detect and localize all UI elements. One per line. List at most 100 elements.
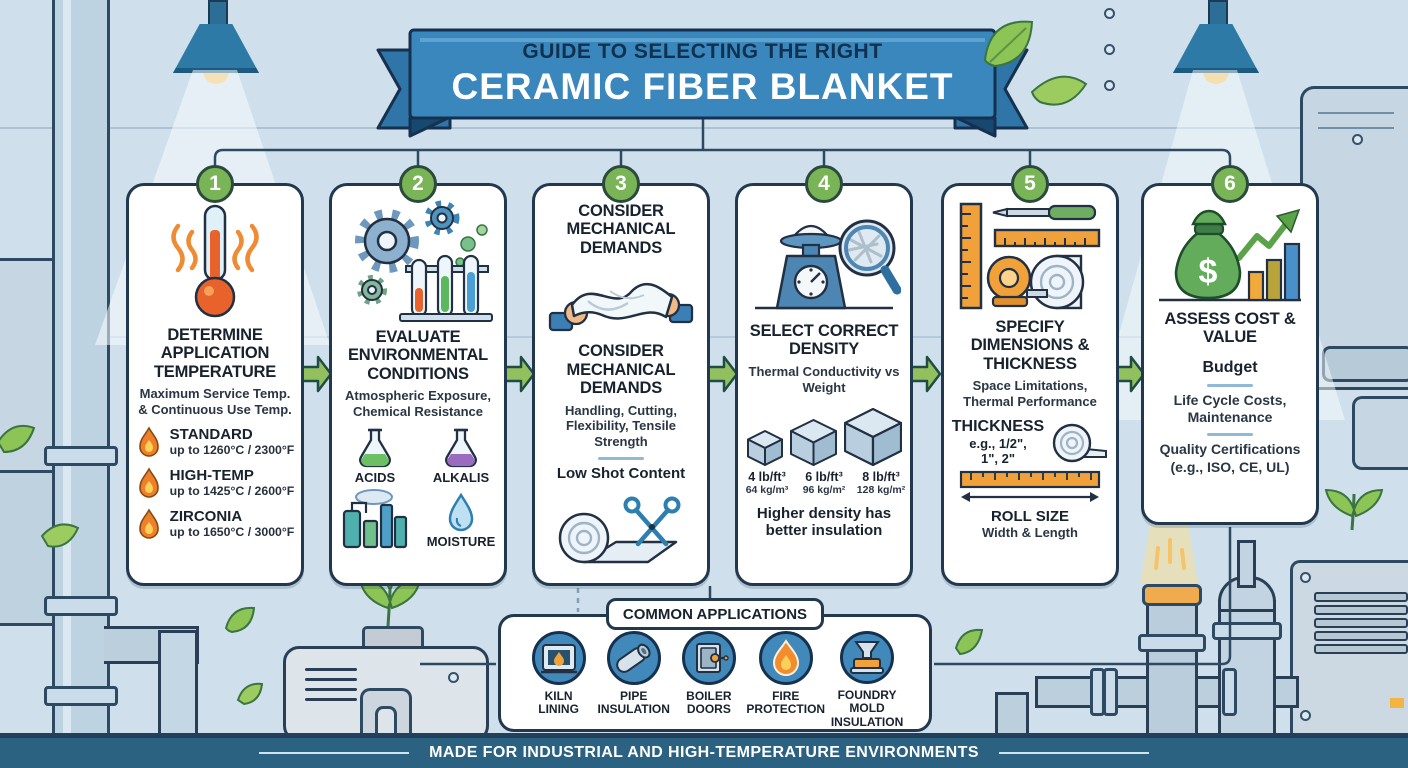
- temp-grade-detail: up to 1260°C / 2300°F: [169, 442, 295, 457]
- app-label: PIPE INSULATION: [597, 689, 670, 717]
- step-card-5: 5 SPECIFY DIMENSIONS & THICKNESS Space L…: [941, 165, 1119, 586]
- alkali-flask-icon: [445, 428, 477, 468]
- banner-subtitle: GUIDE TO SELECTING THE RIGHT: [522, 40, 883, 63]
- bg-pipe-column: [52, 0, 110, 768]
- step-number-badge: 2: [399, 165, 437, 203]
- roll-scissors-icon: [558, 496, 681, 564]
- ac-panel-line: [1318, 112, 1394, 114]
- pipe-flange: [1103, 668, 1118, 716]
- cost-value-icon: $: [1159, 208, 1301, 302]
- ac-panel-line: [1318, 127, 1394, 129]
- bg-tank-pipe: [1237, 540, 1256, 588]
- temp-grade-label: HIGH-TEMP: [169, 467, 254, 485]
- pipe-flange: [44, 446, 118, 466]
- step-arrow-icon: [909, 355, 942, 393]
- fire-icon: [772, 639, 799, 676]
- step-card-6: 6 $ ASSESS COST & VALUE Budget Life Cycl…: [1141, 165, 1319, 525]
- app-circle: [840, 631, 895, 684]
- env-label: ALKALIS: [432, 470, 490, 486]
- app-circle: [681, 631, 736, 685]
- temp-grade-detail: up to 1650°C / 3000°F: [169, 524, 295, 539]
- application-item: FOUNDRY MOLD INSULATION: [825, 631, 909, 729]
- density-lb: 8 lb/ft³: [862, 469, 900, 484]
- bg-chimney: [1146, 598, 1198, 744]
- thermometer-icon: [171, 204, 259, 318]
- device-vent-line: [305, 698, 357, 701]
- step-number: 3: [615, 172, 627, 195]
- water-drop-icon: [448, 492, 474, 532]
- density-kg: 128 kg/m²: [856, 483, 906, 496]
- chimney-sparks: [1154, 538, 1186, 570]
- lamp-shade-icon: [1173, 24, 1259, 73]
- density-lb: 6 lb/ft³: [805, 469, 843, 484]
- flame-icon: [138, 508, 159, 539]
- step-number-badge: 1: [196, 165, 234, 203]
- ground-line: [0, 733, 1408, 738]
- app-circle: [606, 631, 661, 685]
- factory-icon: [342, 489, 408, 549]
- roll-size-label: ROLL SIZE: [990, 508, 1070, 526]
- step-title: EVALUATE ENVIRONMENTAL CONDITIONS: [347, 328, 489, 383]
- density-cubes: [746, 406, 902, 466]
- applications-box: KILN LINING PIPE INSULATION BOILER DOORS…: [498, 614, 932, 732]
- vent-louver: [1314, 644, 1408, 654]
- footer-line: [998, 752, 1149, 754]
- step-subtitle: Thermal Conductivity vs Weight: [748, 363, 900, 395]
- step-title: ASSESS COST & VALUE: [1164, 310, 1296, 347]
- step-title: CONSIDER MECHANICAL DEMANDS: [566, 342, 676, 398]
- step-note: Low Shot Content: [556, 465, 686, 483]
- pipe-flange: [44, 596, 118, 616]
- step-card-1: 1 DETERMINE APPLICATION TEMPERATURE Maxi…: [126, 165, 304, 586]
- vent-louver: [1314, 618, 1408, 628]
- bg-wall-line: [0, 127, 1408, 129]
- divider: [1207, 384, 1253, 388]
- cube-icon: [843, 407, 902, 466]
- vent-louver: [1314, 605, 1408, 615]
- banner-title: CERAMIC FIBER BLANKET: [451, 66, 954, 107]
- footer-line: [259, 752, 410, 754]
- thickness-value: e.g., 1/2", 1", 2": [969, 436, 1027, 467]
- title-banner: GUIDE TO SELECTING THE RIGHT CERAMIC FIB…: [410, 30, 995, 118]
- thickness-row: THICKNESS e.g., 1/2", 1", 2": [952, 418, 1108, 466]
- step-header: CONSIDER MECHANICAL DEMANDS: [566, 202, 676, 257]
- bg-elbow-pipe-down: [158, 630, 198, 744]
- divider: [598, 457, 644, 461]
- cost-item: Life Cycle Costs, Maintenance: [1173, 392, 1287, 426]
- application-item: BOILER DOORS: [671, 631, 746, 729]
- roll-size-ruler-icon: [959, 471, 1101, 503]
- app-label: FIRE PROTECTION: [746, 689, 826, 717]
- app-label: FOUNDRY MOLD INSULATION: [830, 687, 904, 729]
- vent-louver: [1314, 592, 1408, 602]
- cube-icon: [746, 429, 783, 466]
- app-circle: [758, 631, 813, 685]
- kiln-icon: [540, 644, 577, 674]
- bolt: [1300, 572, 1311, 583]
- env-label: ACIDS: [354, 470, 396, 486]
- divider: [1207, 433, 1253, 437]
- pipe-flange: [1222, 668, 1237, 716]
- flame-icon: [138, 467, 159, 498]
- device-vent-line: [305, 668, 357, 671]
- step-card-2: 2 EVALUATE ENVIRONMENTAL CONDITIONS Atmo…: [329, 165, 507, 586]
- step-number: 2: [412, 172, 424, 195]
- device-vent-line: [305, 678, 357, 681]
- app-circle: [531, 631, 586, 685]
- thickness-label: THICKNESS: [951, 418, 1045, 436]
- step-number: 4: [818, 172, 830, 195]
- list-item: ACIDS: [354, 426, 396, 485]
- density-kg: 64 kg/m³: [745, 483, 789, 496]
- cost-item: Budget: [1202, 358, 1258, 376]
- hands-stretching-blanket-icon: [548, 283, 694, 332]
- step-card-4: 4 SELECT CORRECT DENSITY Thermal Conduct…: [735, 165, 913, 586]
- device-door-inner: [375, 706, 397, 739]
- roll-size-value: Width & Length: [982, 525, 1078, 541]
- env-label: MOISTURE: [426, 534, 496, 550]
- application-item: FIRE PROTECTION: [746, 631, 825, 729]
- density-lb: 4 lb/ft³: [748, 469, 786, 484]
- acid-flask-icon: [359, 428, 391, 468]
